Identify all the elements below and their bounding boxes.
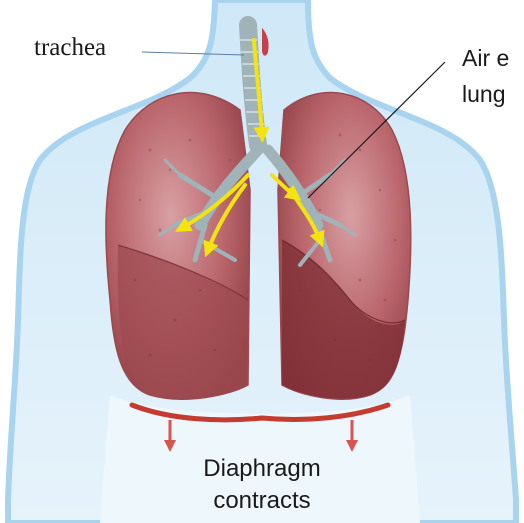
air-label-line1: Air e [462, 40, 509, 76]
air-label: Air e lung [462, 40, 509, 112]
diaphragm-label-line1: Diaphragm [0, 453, 524, 485]
diaphragm-label: Diaphragm contracts [0, 453, 524, 517]
trachea-label: trachea [34, 34, 106, 62]
diaphragm-label-line2: contracts [0, 485, 524, 517]
air-label-line2: lung [462, 76, 509, 112]
